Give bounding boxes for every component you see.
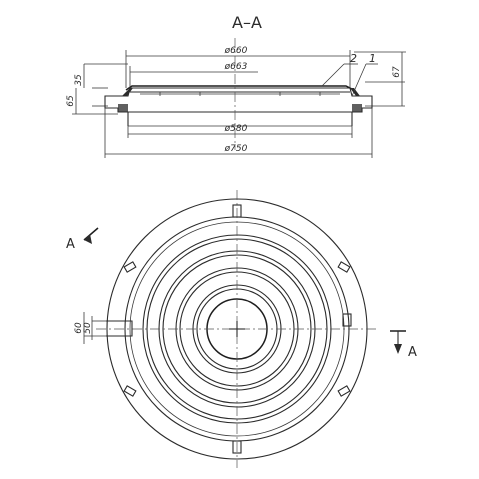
dim-slot-60: 60 — [74, 322, 84, 334]
section-arrow-right — [394, 344, 402, 354]
section-mark-left: А — [66, 237, 75, 252]
notch-right — [342, 313, 352, 327]
leader-1 — [351, 63, 367, 97]
notch-upper-right — [337, 261, 351, 273]
callout-2: 2 — [350, 52, 357, 65]
section-title: А–А — [232, 13, 262, 32]
notch-lower-right — [337, 385, 351, 397]
hatch-left — [122, 88, 133, 96]
section-mark-right: А — [408, 345, 417, 360]
dim-65: 65 — [66, 95, 76, 107]
dim-660: ø660 — [224, 46, 248, 56]
hatch-right — [350, 88, 360, 96]
dim-slot-50: 50 — [83, 322, 93, 334]
dim-35: 35 — [74, 74, 84, 86]
pry-slot — [106, 320, 133, 337]
notch-lower-left — [123, 385, 137, 397]
notch-upper-left — [123, 261, 137, 273]
hatch-flange-left — [118, 104, 128, 112]
dim-750: ø750 — [224, 144, 248, 154]
dim-580: ø580 — [224, 124, 248, 134]
dim-67: 67 — [392, 66, 402, 78]
notch-bottom — [232, 440, 242, 454]
callout-1: 1 — [369, 52, 376, 65]
plan-view: 60 50 А А — [66, 190, 417, 468]
section-view: ø660 ø663 ø580 ø750 35 65 67 2 1 — [66, 38, 406, 158]
notch-top — [232, 204, 242, 218]
leader-2 — [321, 63, 345, 87]
section-arrow-left — [84, 234, 92, 244]
hatch-flange-right — [352, 104, 362, 112]
dim-663: ø663 — [224, 62, 248, 72]
